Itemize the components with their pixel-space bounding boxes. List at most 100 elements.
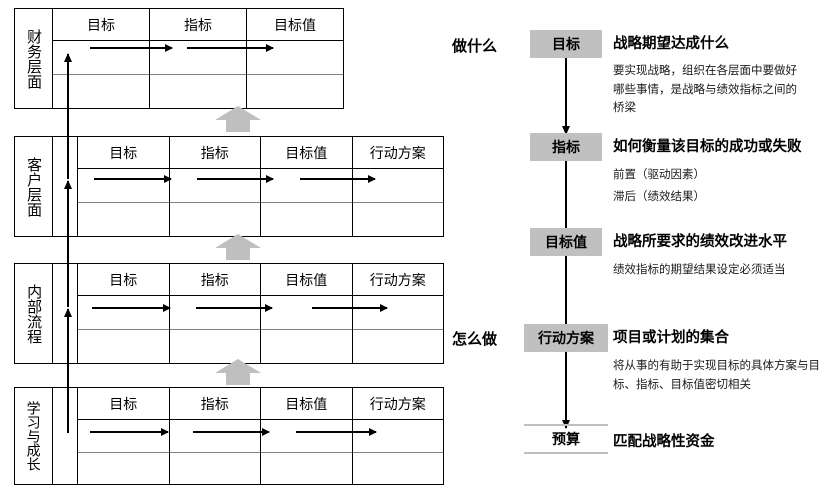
bsc-cell-bottom: [247, 75, 343, 108]
column-header-measure: 指标: [150, 9, 246, 41]
bsc-layer-internal-process: 内部流程 目标 指标 目标值 行动: [14, 263, 444, 364]
flow-arrow-horizontal: [197, 178, 273, 180]
bsc-cell-mid: [169, 420, 260, 453]
bsc-spacer-cell: [53, 137, 78, 236]
flow-node-subline-lead: 前置（驱动因素）: [613, 169, 705, 181]
layer-label-internal-process: 内部流程: [15, 264, 53, 363]
bsc-spacer-cell: [53, 388, 78, 484]
column-header-objective: 目标: [78, 264, 169, 296]
layer-label-customer: 客户层面: [15, 137, 53, 236]
column-header-initiative: 行动方案: [352, 137, 443, 169]
bsc-cell-bottom: [78, 453, 169, 485]
column-header-target: 目标值: [261, 388, 352, 420]
flow-node-desc-initiative: 将从事的有助于实现目标的具体方案与目标、指标、目标值密切相关: [613, 360, 820, 391]
bsc-cell-mid: [261, 169, 352, 203]
flow-node-title-initiative: 项目或计划的集合: [613, 330, 729, 346]
bsc-column-initiative: 行动方案: [352, 137, 444, 236]
bsc-spacer-cell: [53, 264, 78, 363]
flow-node-title-measure: 如何衡量该目标的成功或失败: [613, 139, 802, 155]
column-header-objective: 目标: [78, 388, 169, 420]
column-header-target: 目标值: [247, 9, 343, 41]
bsc-cell-mid: [78, 420, 169, 453]
bsc-column-initiative: 行动方案: [352, 388, 444, 485]
layer-connector-up-arrow: [214, 105, 262, 133]
bsc-column-measure: 指标: [169, 137, 261, 236]
column-header-measure: 指标: [169, 264, 260, 296]
column-header-target: 目标值: [261, 264, 352, 296]
bsc-cell-mid: [169, 169, 260, 203]
bsc-column-measure: 指标: [150, 9, 247, 108]
chain-connector-line: [565, 256, 567, 332]
column-header-objective: 目标: [78, 137, 169, 169]
bsc-cell-mid: [261, 420, 352, 453]
column-header-measure: 指标: [169, 137, 260, 169]
flow-node-initiative[interactable]: 行动方案: [524, 324, 608, 352]
bsc-layer-customer: 客户层面 目标 指标 目标值 行动: [14, 136, 444, 237]
bsc-cell-mid: [169, 296, 260, 330]
flow-node-measure[interactable]: 指标: [530, 133, 602, 161]
bsc-column-measure: 指标: [169, 264, 261, 363]
group-label-what: 做什么: [452, 38, 498, 55]
chain-connector-line: [565, 352, 567, 428]
bsc-cell-bottom: [353, 203, 444, 236]
flow-arrow-horizontal: [94, 178, 171, 180]
column-header-measure: 指标: [169, 388, 260, 420]
column-header-objective: 目标: [53, 9, 149, 41]
bsc-column-initiative: 行动方案: [352, 264, 444, 363]
bsc-column-objective: 目标: [78, 137, 170, 236]
bsc-cell-mid: [78, 169, 169, 203]
bsc-cell-bottom: [261, 203, 352, 236]
bsc-cell-bottom: [170, 453, 261, 485]
layer-connector-up-arrow: [214, 358, 262, 386]
bsc-cell-bottom: [261, 453, 352, 485]
group-label-how: 怎么做: [452, 331, 498, 348]
bsc-layer-learning-growth: 学习与成长 目标 指标 目标值 行: [14, 387, 444, 485]
column-header-initiative: 行动方案: [352, 264, 443, 296]
flow-arrow-horizontal: [90, 431, 168, 433]
bsc-column-objective: 目标: [78, 264, 170, 363]
bsc-cell-mid: [261, 296, 352, 330]
bsc-cell-mid: [150, 41, 246, 75]
flow-node-budget[interactable]: 预算: [524, 424, 608, 454]
bsc-cell-mid: [352, 420, 443, 453]
flow-arrow-horizontal: [300, 178, 375, 180]
flow-arrow-horizontal: [92, 307, 170, 309]
bsc-cell-mid: [352, 169, 443, 203]
bsc-cell-mid: [352, 296, 443, 330]
bsc-column-measure: 指标: [169, 388, 261, 485]
flow-arrow-horizontal: [312, 307, 387, 309]
column-header-initiative: 行动方案: [352, 388, 443, 420]
bsc-cell-bottom: [353, 330, 444, 363]
layer-label-learning-growth: 学习与成长: [15, 388, 53, 484]
cause-effect-arrow-up: [67, 181, 69, 307]
bsc-layer-financial: 财务层面 目标 指标 目标值: [14, 8, 344, 109]
bsc-column-objective: 目标: [78, 388, 170, 484]
bsc-cell-bottom: [261, 330, 352, 363]
flow-node-desc-objective: 要实现战略，组织在各层面中要做好哪些事情，是战略与绩效指标之间的桥梁: [613, 65, 797, 115]
bsc-column-target: 目标值: [261, 388, 353, 484]
bsc-column-target: 目标值: [261, 137, 353, 236]
bsc-column-objective: 目标: [53, 9, 150, 108]
bsc-cell-bottom: [170, 203, 261, 236]
bsc-cell-mid: [247, 41, 343, 75]
flow-node-desc-target: 绩效指标的期望结果设定必须适当: [613, 264, 786, 276]
bsc-cell-bottom: [78, 203, 169, 236]
flow-arrow-horizontal: [193, 431, 269, 433]
column-header-target: 目标值: [261, 137, 352, 169]
cause-effect-arrow-up: [67, 54, 69, 179]
flow-node-objective[interactable]: 目标: [530, 30, 602, 58]
flow-node-target[interactable]: 目标值: [530, 228, 602, 256]
bsc-column-target: 目标值: [261, 264, 353, 363]
flow-arrow-horizontal: [187, 47, 273, 49]
chain-connector-line: [565, 58, 567, 134]
bsc-column-target: 目标值: [247, 9, 343, 108]
flow-node-title-budget: 匹配战略性资金: [613, 434, 715, 450]
chain-connector-line: [565, 161, 567, 236]
flow-arrow-horizontal: [90, 47, 172, 49]
bsc-cell-bottom: [353, 453, 444, 485]
bsc-cell-bottom: [78, 330, 169, 363]
bsc-cell-mid: [78, 296, 169, 330]
flow-arrow-horizontal: [196, 307, 272, 309]
bsc-cell-mid: [53, 41, 149, 75]
